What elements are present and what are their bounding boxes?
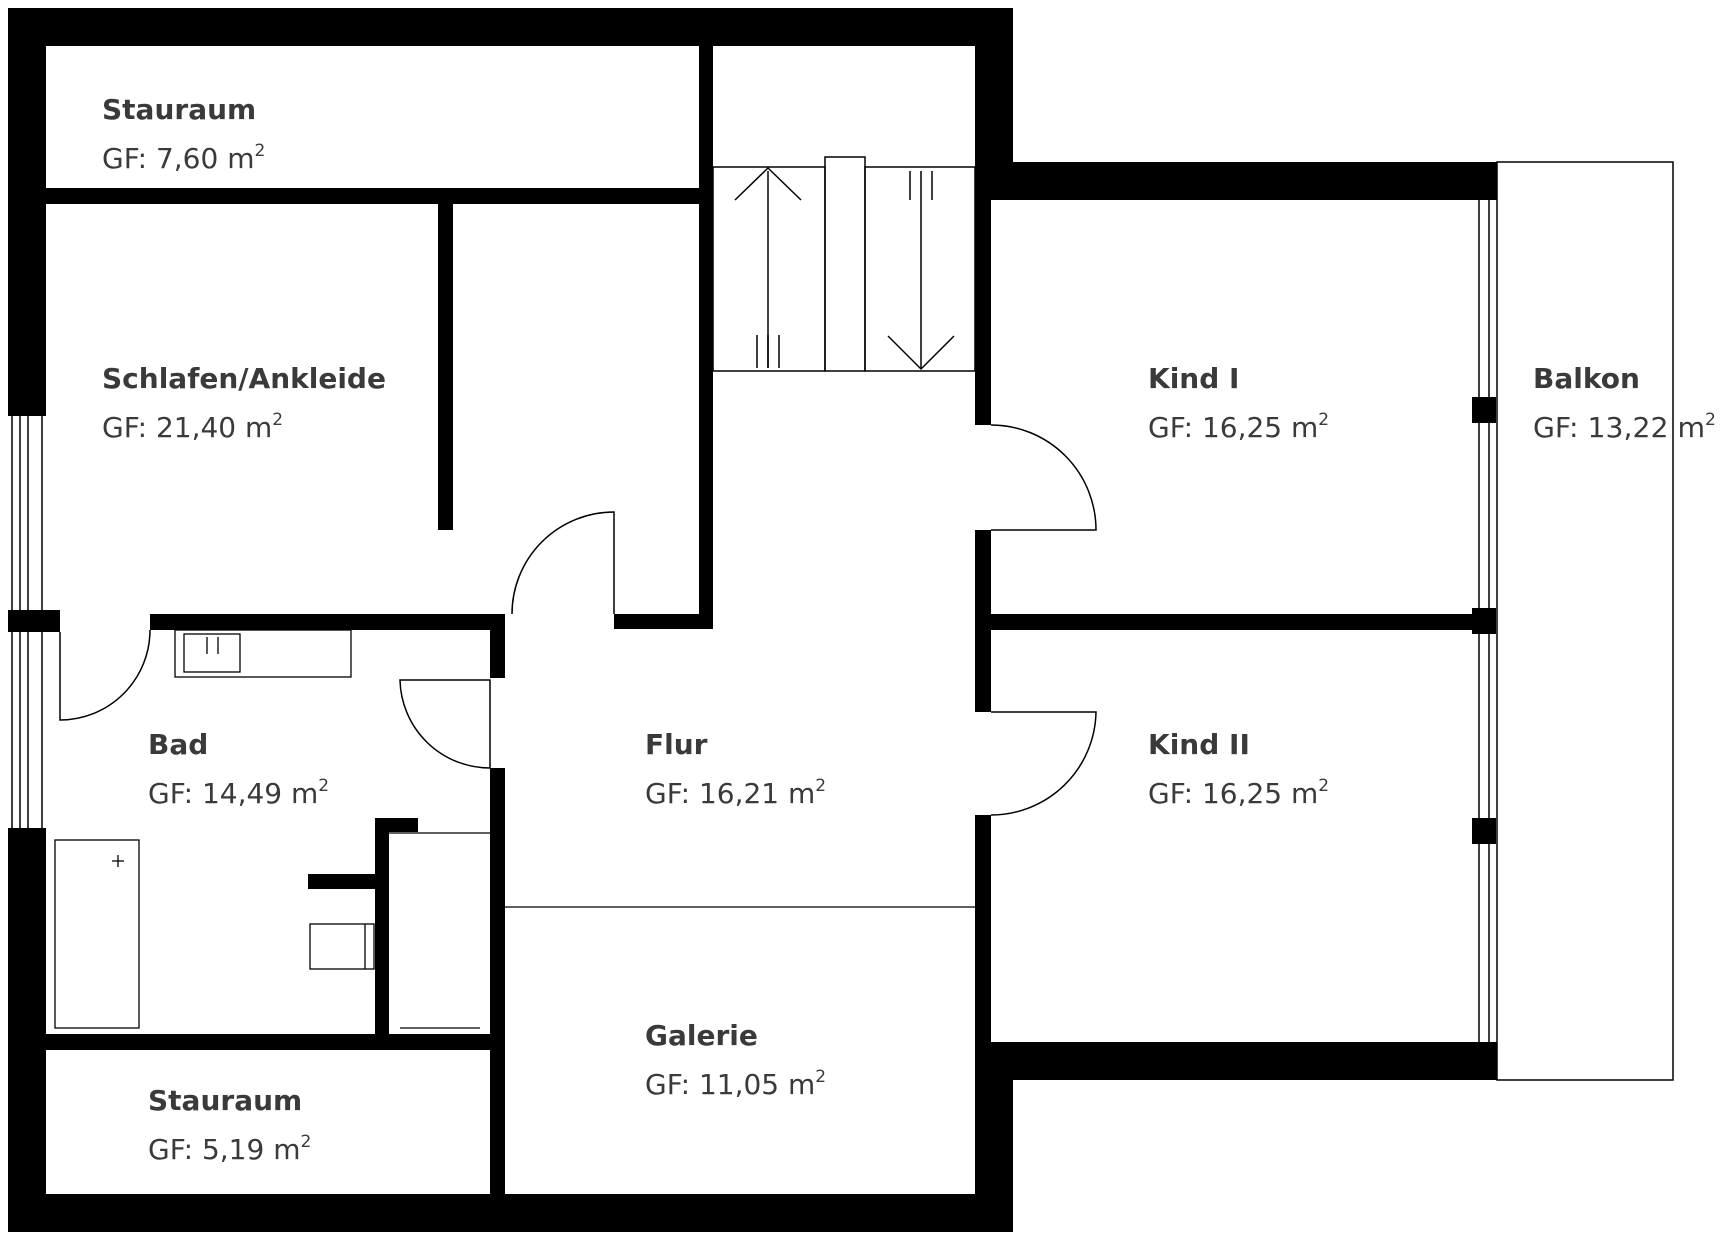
walls (8, 8, 1497, 1232)
balkon-outline (1496, 161, 1674, 1081)
door-schlafen (511, 511, 615, 615)
wall-flur-right-upper (975, 200, 991, 425)
wall-bad-right (490, 768, 505, 1194)
wall-schlafen-divider (438, 204, 453, 530)
door-bad-left (59, 629, 151, 721)
room-area: GF: 16,25 m2 (1148, 776, 1329, 810)
room-name: Bad (148, 728, 208, 761)
vanity-counter (174, 629, 352, 678)
room-name: Schlafen/Ankleide (102, 362, 386, 395)
room-name: Galerie (645, 1019, 758, 1052)
wall-left-upper (8, 8, 46, 416)
windows (11, 200, 1490, 1042)
room-area: GF: 21,40 m2 (102, 410, 283, 444)
label-flur: Flur GF: 16,21 m2 (645, 728, 826, 810)
room-name: Stauraum (148, 1084, 302, 1117)
wall-wc-stub (308, 874, 378, 889)
room-area: GF: 16,25 m2 (1148, 410, 1329, 444)
wall-stair-left (699, 46, 713, 628)
sink (183, 633, 241, 673)
wall-shower-h (375, 818, 418, 832)
label-schlafen: Schlafen/Ankleide GF: 21,40 m2 (102, 362, 386, 444)
wall-shower-v (375, 818, 389, 1038)
wall-left-mid (8, 610, 60, 632)
staircase (712, 156, 976, 372)
wall-bad-bottom (46, 1034, 505, 1050)
room-name: Flur (645, 728, 708, 761)
wall-flur-right-lower (975, 815, 991, 1045)
room-area: GF: 5,19 m2 (148, 1132, 311, 1166)
room-area: GF: 11,05 m2 (645, 1067, 826, 1101)
room-area: GF: 14,49 m2 (148, 776, 329, 810)
wall-flur-right-mid (975, 530, 991, 712)
door-bad-right (399, 679, 491, 769)
label-kind2: Kind II GF: 16,25 m2 (1148, 728, 1329, 810)
wall-right-upper (975, 8, 1013, 163)
wall-kind-top (975, 162, 1497, 200)
door-kind2 (990, 711, 1097, 816)
wall-bad-top-right (614, 614, 713, 629)
fixtures (54, 629, 975, 1029)
room-area: GF: 7,60 m2 (102, 141, 265, 175)
doors (59, 424, 1097, 816)
pillar-1 (1472, 397, 1496, 423)
room-name: Stauraum (102, 93, 256, 126)
room-area: GF: 16,21 m2 (645, 776, 826, 810)
room-name: Kind I (1148, 362, 1239, 395)
label-kind1: Kind I GF: 16,25 m2 (1148, 362, 1329, 444)
wall-kind-bottom (975, 1042, 1497, 1080)
room-name: Balkon (1533, 362, 1640, 395)
pillar-3 (1472, 818, 1496, 844)
wall-stauraum-bottom (46, 188, 701, 204)
wall-top (8, 8, 1013, 46)
wall-bottom (8, 1194, 1013, 1232)
label-galerie: Galerie GF: 11,05 m2 (645, 1019, 826, 1101)
wall-bad-right-top (490, 614, 505, 678)
room-name: Kind II (1148, 728, 1250, 761)
label-stauraum-bottom: Stauraum GF: 5,19 m2 (148, 1084, 311, 1166)
bathtub (54, 839, 140, 1029)
toilet (309, 923, 375, 970)
wall-left-lower (8, 828, 46, 1232)
pillar-2 (1472, 608, 1496, 634)
label-bad: Bad GF: 14,49 m2 (148, 728, 329, 810)
wall-kind-divider (991, 614, 1495, 630)
label-stauraum-top: Stauraum GF: 7,60 m2 (102, 93, 265, 175)
wall-bad-top-left (150, 614, 500, 630)
door-kind1 (990, 424, 1097, 531)
